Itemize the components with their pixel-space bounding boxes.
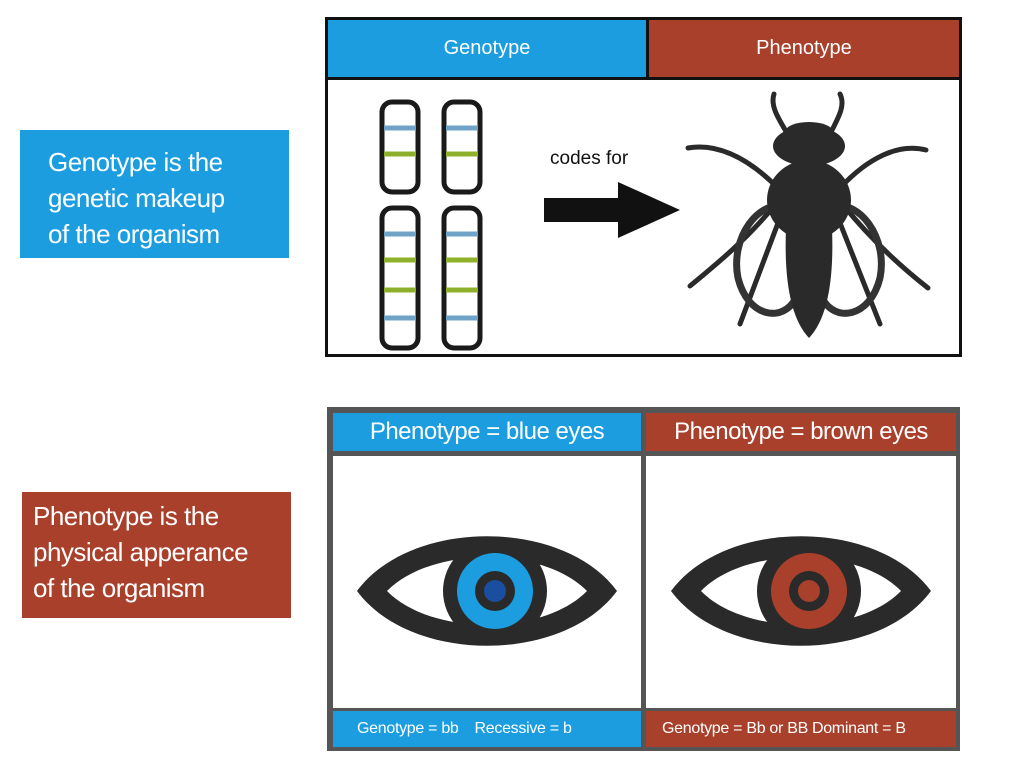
eye-icon [671,536,931,646]
genotype-label: Genotype = bb [357,720,459,737]
brown-eyes-footer: Genotype = Bb or BB Dominant = B [646,711,956,747]
callout-line: physical apperance [33,537,249,567]
callout-line: of the organism [33,573,205,603]
callout-line: Phenotype is the [33,501,219,531]
allele-label: Dominant = B [811,720,906,737]
brown-eyes-header: Phenotype = brown eyes [646,413,956,451]
header-divider [646,20,649,77]
callout-line: Genotype is the [48,147,223,177]
eye-icon [357,536,617,646]
genotype-definition-callout: Genotype is the genetic makeup of the or… [20,130,289,258]
blue-eye-cell [333,456,641,708]
chromosome-icon [379,99,483,351]
fly-icon [685,91,931,338]
phenotype-header: Phenotype [649,20,959,77]
eye-color-panel: Phenotype = blue eyes Phenotype = brown … [327,407,960,751]
phenotype-definition-callout: Phenotype is the physical apperance of t… [22,492,291,618]
genotype-header: Genotype [328,20,646,77]
genotype-label: Genotype = Bb or BB [662,720,808,737]
header-underline [328,77,959,80]
callout-line: of the organism [48,219,220,249]
blue-eyes-header: Phenotype = blue eyes [333,413,641,451]
right-arrow-icon [544,182,680,238]
arrow-label: codes for [550,148,629,169]
brown-eye-cell [646,456,956,708]
blue-eyes-footer: Genotype = bb Recessive = b [333,711,641,747]
genotype-phenotype-panel: Genotype Phenotype codes for [325,17,962,357]
callout-line: genetic makeup [48,183,225,213]
allele-label: Recessive = b [474,720,572,737]
